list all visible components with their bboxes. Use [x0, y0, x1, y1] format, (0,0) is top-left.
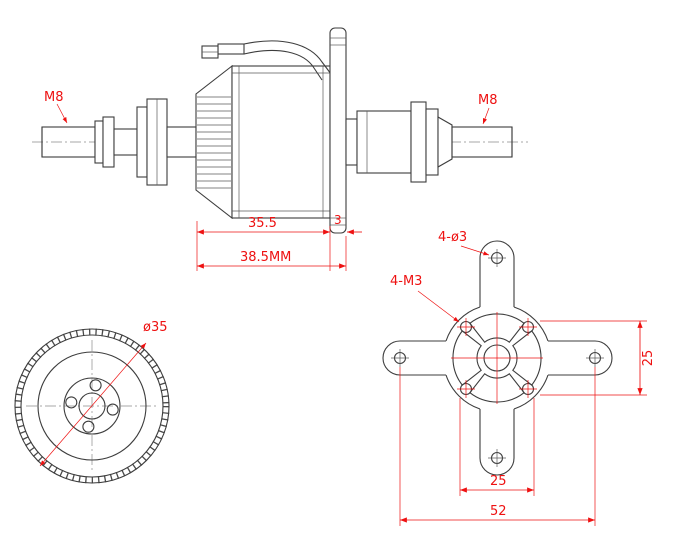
mount-silhouette [382, 240, 613, 476]
dim-flange-thickness: 3 [334, 213, 342, 227]
left-washer-stack [94, 98, 197, 186]
right-shaft-assembly [345, 101, 513, 183]
motor-can [231, 65, 331, 219]
dim-horizontal-span: 25 [490, 474, 507, 489]
body-arc-topright [513, 306, 549, 342]
dim-diameter: ø35 [143, 320, 168, 335]
diameter-leader-line [39, 342, 147, 467]
tip-holes [391, 249, 604, 467]
dim-body-length: 35.5 [248, 216, 277, 231]
mount-dimensions: 25 25 52 [399, 320, 656, 526]
thread-label-left-leader [56, 103, 68, 124]
thread-label-left: M8 [44, 90, 64, 105]
screw-holes-label: 4-M3 [390, 274, 422, 289]
knurled-rim-ticks [14, 328, 170, 484]
body-arc-bottomright [513, 374, 549, 410]
mount-view: 4-ø3 4-M3 25 25 52 [382, 230, 656, 526]
arm-right [548, 340, 613, 376]
outer-rim-circle [14, 328, 170, 484]
motor-bell-fins [195, 64, 233, 220]
inner-rim-circle [20, 334, 164, 478]
rear-view: ø35 [14, 320, 170, 484]
side-view-dimensions: 35.5 3 38.5MM [196, 213, 362, 271]
cone-washer [437, 116, 453, 168]
arm-top [479, 240, 515, 307]
arm-left [382, 340, 446, 376]
thread-label-right-leader [482, 107, 490, 125]
dim-vertical-span: 25 [641, 350, 656, 367]
wire-connector [201, 40, 332, 81]
body-arc-bottomleft [445, 374, 481, 410]
tip-holes-leader [460, 245, 490, 256]
screw-holes-leader [417, 290, 460, 323]
dim-overall-width: 52 [490, 504, 507, 519]
lightening-cutouts [452, 313, 542, 403]
thread-label-right: M8 [478, 93, 498, 108]
wire-tube-outer [243, 40, 332, 75]
body-arc-topleft [445, 306, 481, 342]
wire-tube-inner [243, 49, 323, 81]
arm-bottom [479, 409, 515, 476]
side-view: M8 M8 35.5 3 38.5MM [32, 27, 528, 271]
dim-total-length: 38.5MM [240, 250, 291, 265]
mount-flange-plate [329, 27, 347, 234]
screw-holes [457, 318, 537, 398]
tip-holes-label: 4-ø3 [438, 230, 467, 245]
